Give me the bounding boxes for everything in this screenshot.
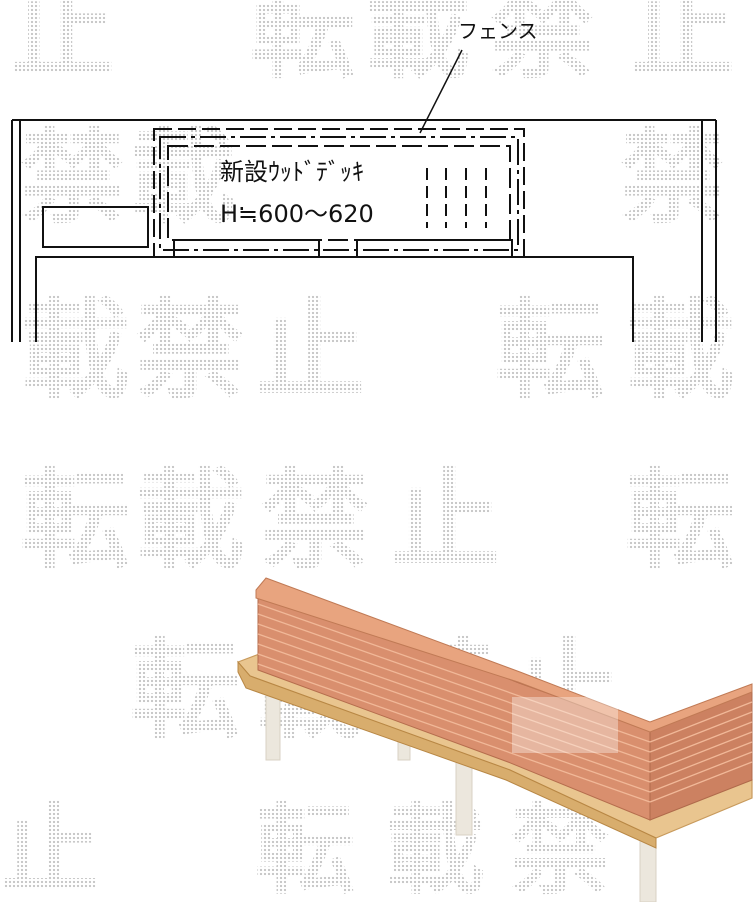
fence-label: フェンス [458, 19, 538, 43]
interior-floor-outline [35, 256, 634, 342]
deck-outline-middle [159, 136, 519, 251]
fence-highlight [512, 697, 618, 753]
fence-outline [167, 145, 511, 241]
deck-step-right [356, 239, 513, 258]
window-box [42, 206, 149, 248]
fence-illustration [236, 577, 753, 902]
fence-slat-lines [257, 603, 753, 803]
fence-top-cap [255, 577, 753, 733]
height-label: H≒600～620 [220, 200, 374, 228]
fence-leader-line [419, 49, 463, 134]
deck-step-left [173, 239, 320, 258]
deck-label: 新設ｳｯﾄﾞﾃﾞｯｷ [220, 158, 364, 186]
fence-slats [426, 168, 487, 228]
deck-edge [237, 660, 657, 849]
plan-drawing [11, 49, 717, 342]
deck-outline-outer [153, 128, 525, 258]
